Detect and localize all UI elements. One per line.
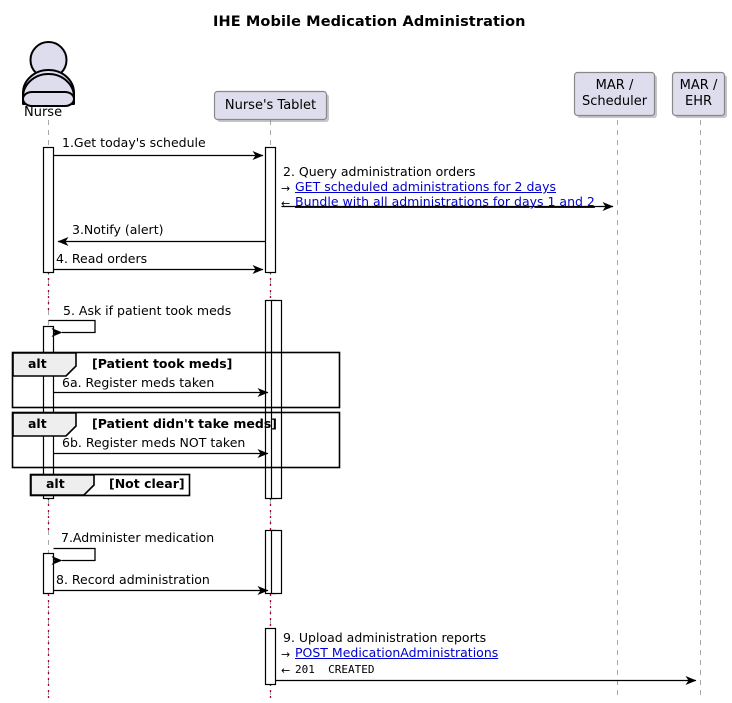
activation-nurse-3 [42, 552, 55, 595]
activation-nurse-1 [42, 146, 55, 274]
fragment-operator-2: alt [28, 416, 47, 431]
message-label-9: 9. Upload administration reports [283, 630, 487, 645]
request-arrow-icon-9: → [281, 648, 291, 661]
message-link-2-response[interactable]: Bundle with all administrations for days… [295, 194, 595, 209]
message-label-4: 4. Read orders [56, 251, 148, 266]
participant-head-scheduler[interactable] [573, 71, 658, 119]
fragment-alt-2 [11, 411, 341, 469]
actor-nurse-icon[interactable] [22, 41, 75, 107]
participant-head-ehr[interactable] [671, 71, 728, 119]
message-label-7: 7.Administer medication [61, 530, 215, 545]
message-link-9-request[interactable]: POST MedicationAdministrations [295, 645, 499, 660]
participant-label-ehr-line1: MAR / [679, 78, 718, 93]
fragment-alt-3 [29, 473, 191, 497]
arrow-msg-7 [51, 547, 96, 565]
activation-tablet-1 [264, 146, 277, 274]
response-arrow-icon-9: ← [281, 664, 291, 677]
message-label-5: 5. Ask if patient took meds [63, 303, 232, 318]
message-link-2-request[interactable]: GET scheduled administrations for 2 days [295, 179, 556, 194]
message-status-9-response: 201 CREATED [295, 663, 375, 676]
participant-label-tablet: Nurse's Tablet [224, 98, 317, 113]
message-arrows [48, 151, 697, 685]
page-title: IHE Mobile Medication Administration [213, 14, 526, 30]
participant-label-scheduler-line1: MAR / [595, 78, 634, 93]
message-label-2: 2. Query administration orders [283, 164, 476, 179]
fragment-operator-3: alt [46, 476, 65, 491]
fragment-alt-1 [11, 351, 341, 409]
request-arrow-icon: → [281, 182, 291, 195]
participant-head-tablet[interactable] [213, 90, 330, 123]
fragment-operator-1: alt [28, 356, 47, 371]
fragment-guard-3: [Not clear] [109, 476, 185, 491]
fragment-guard-1: [Patient took meds] [92, 356, 233, 371]
message-label-6a: 6a. Register meds taken [62, 375, 215, 390]
message-label-8: 8. Record administration [56, 572, 210, 587]
activation-tablet-nested-3 [270, 529, 283, 595]
participant-label-nurse: Nurse [24, 105, 63, 120]
message-label-3: 3.Notify (alert) [72, 222, 164, 237]
activation-tablet-4 [264, 627, 277, 686]
participant-label-scheduler-line2: Scheduler [581, 94, 648, 109]
message-label-6b: 6b. Register meds NOT taken [62, 435, 246, 450]
fragment-guard-2: [Patient didn't take meds] [92, 416, 277, 431]
arrow-msg-5 [48, 319, 96, 337]
participant-label-ehr-line2: EHR [684, 94, 713, 109]
activation-tablet-nested-2 [270, 299, 283, 500]
lifeline-gaps [47, 272, 272, 700]
message-label-1: 1.Get today's schedule [62, 135, 206, 150]
response-arrow-icon: ← [281, 197, 291, 210]
